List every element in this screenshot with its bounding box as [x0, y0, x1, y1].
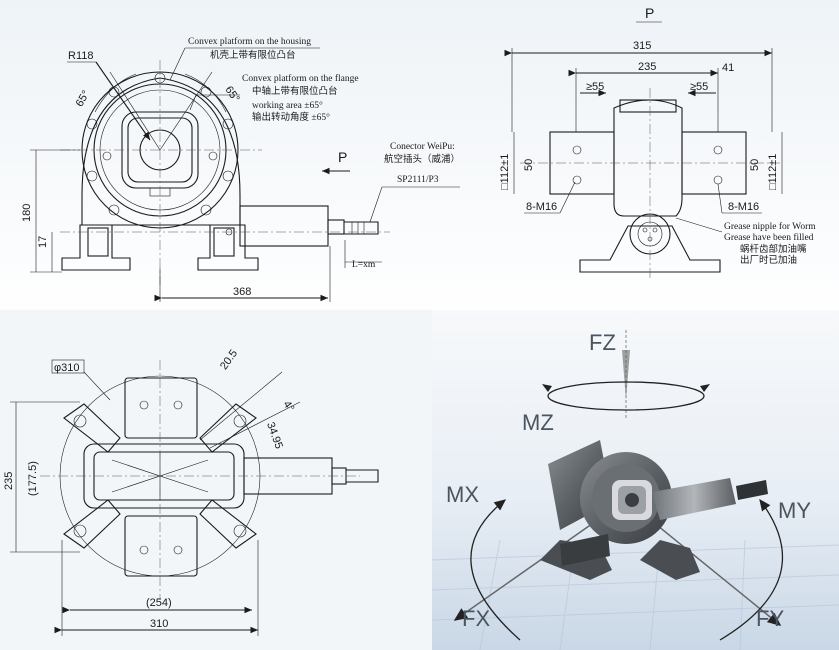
cable-length-label: L=xm	[352, 260, 376, 270]
height-17-label: 17	[37, 236, 49, 248]
label-mx: MX	[446, 482, 479, 507]
label-fx: FX	[462, 606, 490, 631]
flange-platform-en: Convex platform on the flange	[242, 73, 359, 84]
width-235-label: 235	[638, 61, 656, 73]
grease-zh-1: 蜗杆齿部加油嘴	[740, 243, 807, 255]
connector-en: Conector WeiPu:	[390, 142, 455, 152]
working-area-zh: 输出转动角度 ±65°	[252, 111, 330, 123]
label-my: MY	[778, 498, 811, 523]
bolt-spec-right: 8-M16	[728, 201, 759, 213]
diameter-label: φ310	[54, 362, 80, 374]
connector-zh: 航空插头（威浦）	[384, 153, 460, 165]
dim-235-label: 235	[3, 472, 15, 490]
dim-55-right: ≥55	[690, 81, 708, 93]
grease-en-2: Grease have been filled	[724, 232, 814, 243]
dim-310-label: 310	[150, 618, 168, 630]
dim-177-5-label: (177.5)	[27, 461, 39, 496]
label-mz: MZ	[522, 410, 554, 435]
housing-platform-en: Convex platform on the housing	[188, 36, 311, 47]
pitch-50-left: 50	[523, 159, 535, 171]
dim-55-left: ≥55	[586, 81, 604, 93]
working-area-en: working area ±65°	[252, 100, 323, 111]
radius-label: R118	[68, 50, 93, 62]
grease-en-1: Grease nipple for Worm	[724, 221, 816, 232]
length-368-label: 368	[233, 286, 251, 298]
height-180-label: 180	[21, 204, 33, 222]
width-315-label: 315	[633, 40, 651, 52]
view-p-title: P	[645, 5, 654, 21]
bolt-spec-left: 8-M16	[526, 201, 557, 213]
offset-41-label: 41	[722, 62, 734, 74]
pitch-50-right: 50	[749, 159, 761, 171]
label-fy: FY	[756, 606, 784, 631]
label-fz: FZ	[589, 330, 616, 355]
dim-254-label: (254)	[146, 597, 172, 609]
connector-model: SP2111/P3	[397, 175, 439, 185]
load-diagram: FZ MZ MX MY FX FY	[446, 330, 811, 641]
view-p-label-front: P	[338, 149, 347, 165]
slewing-drive-photo	[540, 440, 768, 580]
front-view: R118 65° 65° Convex platform on the hous…	[21, 36, 460, 302]
height-112-left: □112±1	[499, 154, 511, 190]
flange-platform-zh: 中轴上带有限位凸台	[252, 85, 338, 97]
housing-platform-zh: 机壳上带有限位凸台	[210, 49, 296, 61]
height-112-right: □112±1	[767, 154, 779, 190]
grease-zh-2: 出厂时已加油	[740, 254, 797, 266]
side-view-p: P 315 235 41 ≥55 ≥55 □	[499, 5, 816, 280]
